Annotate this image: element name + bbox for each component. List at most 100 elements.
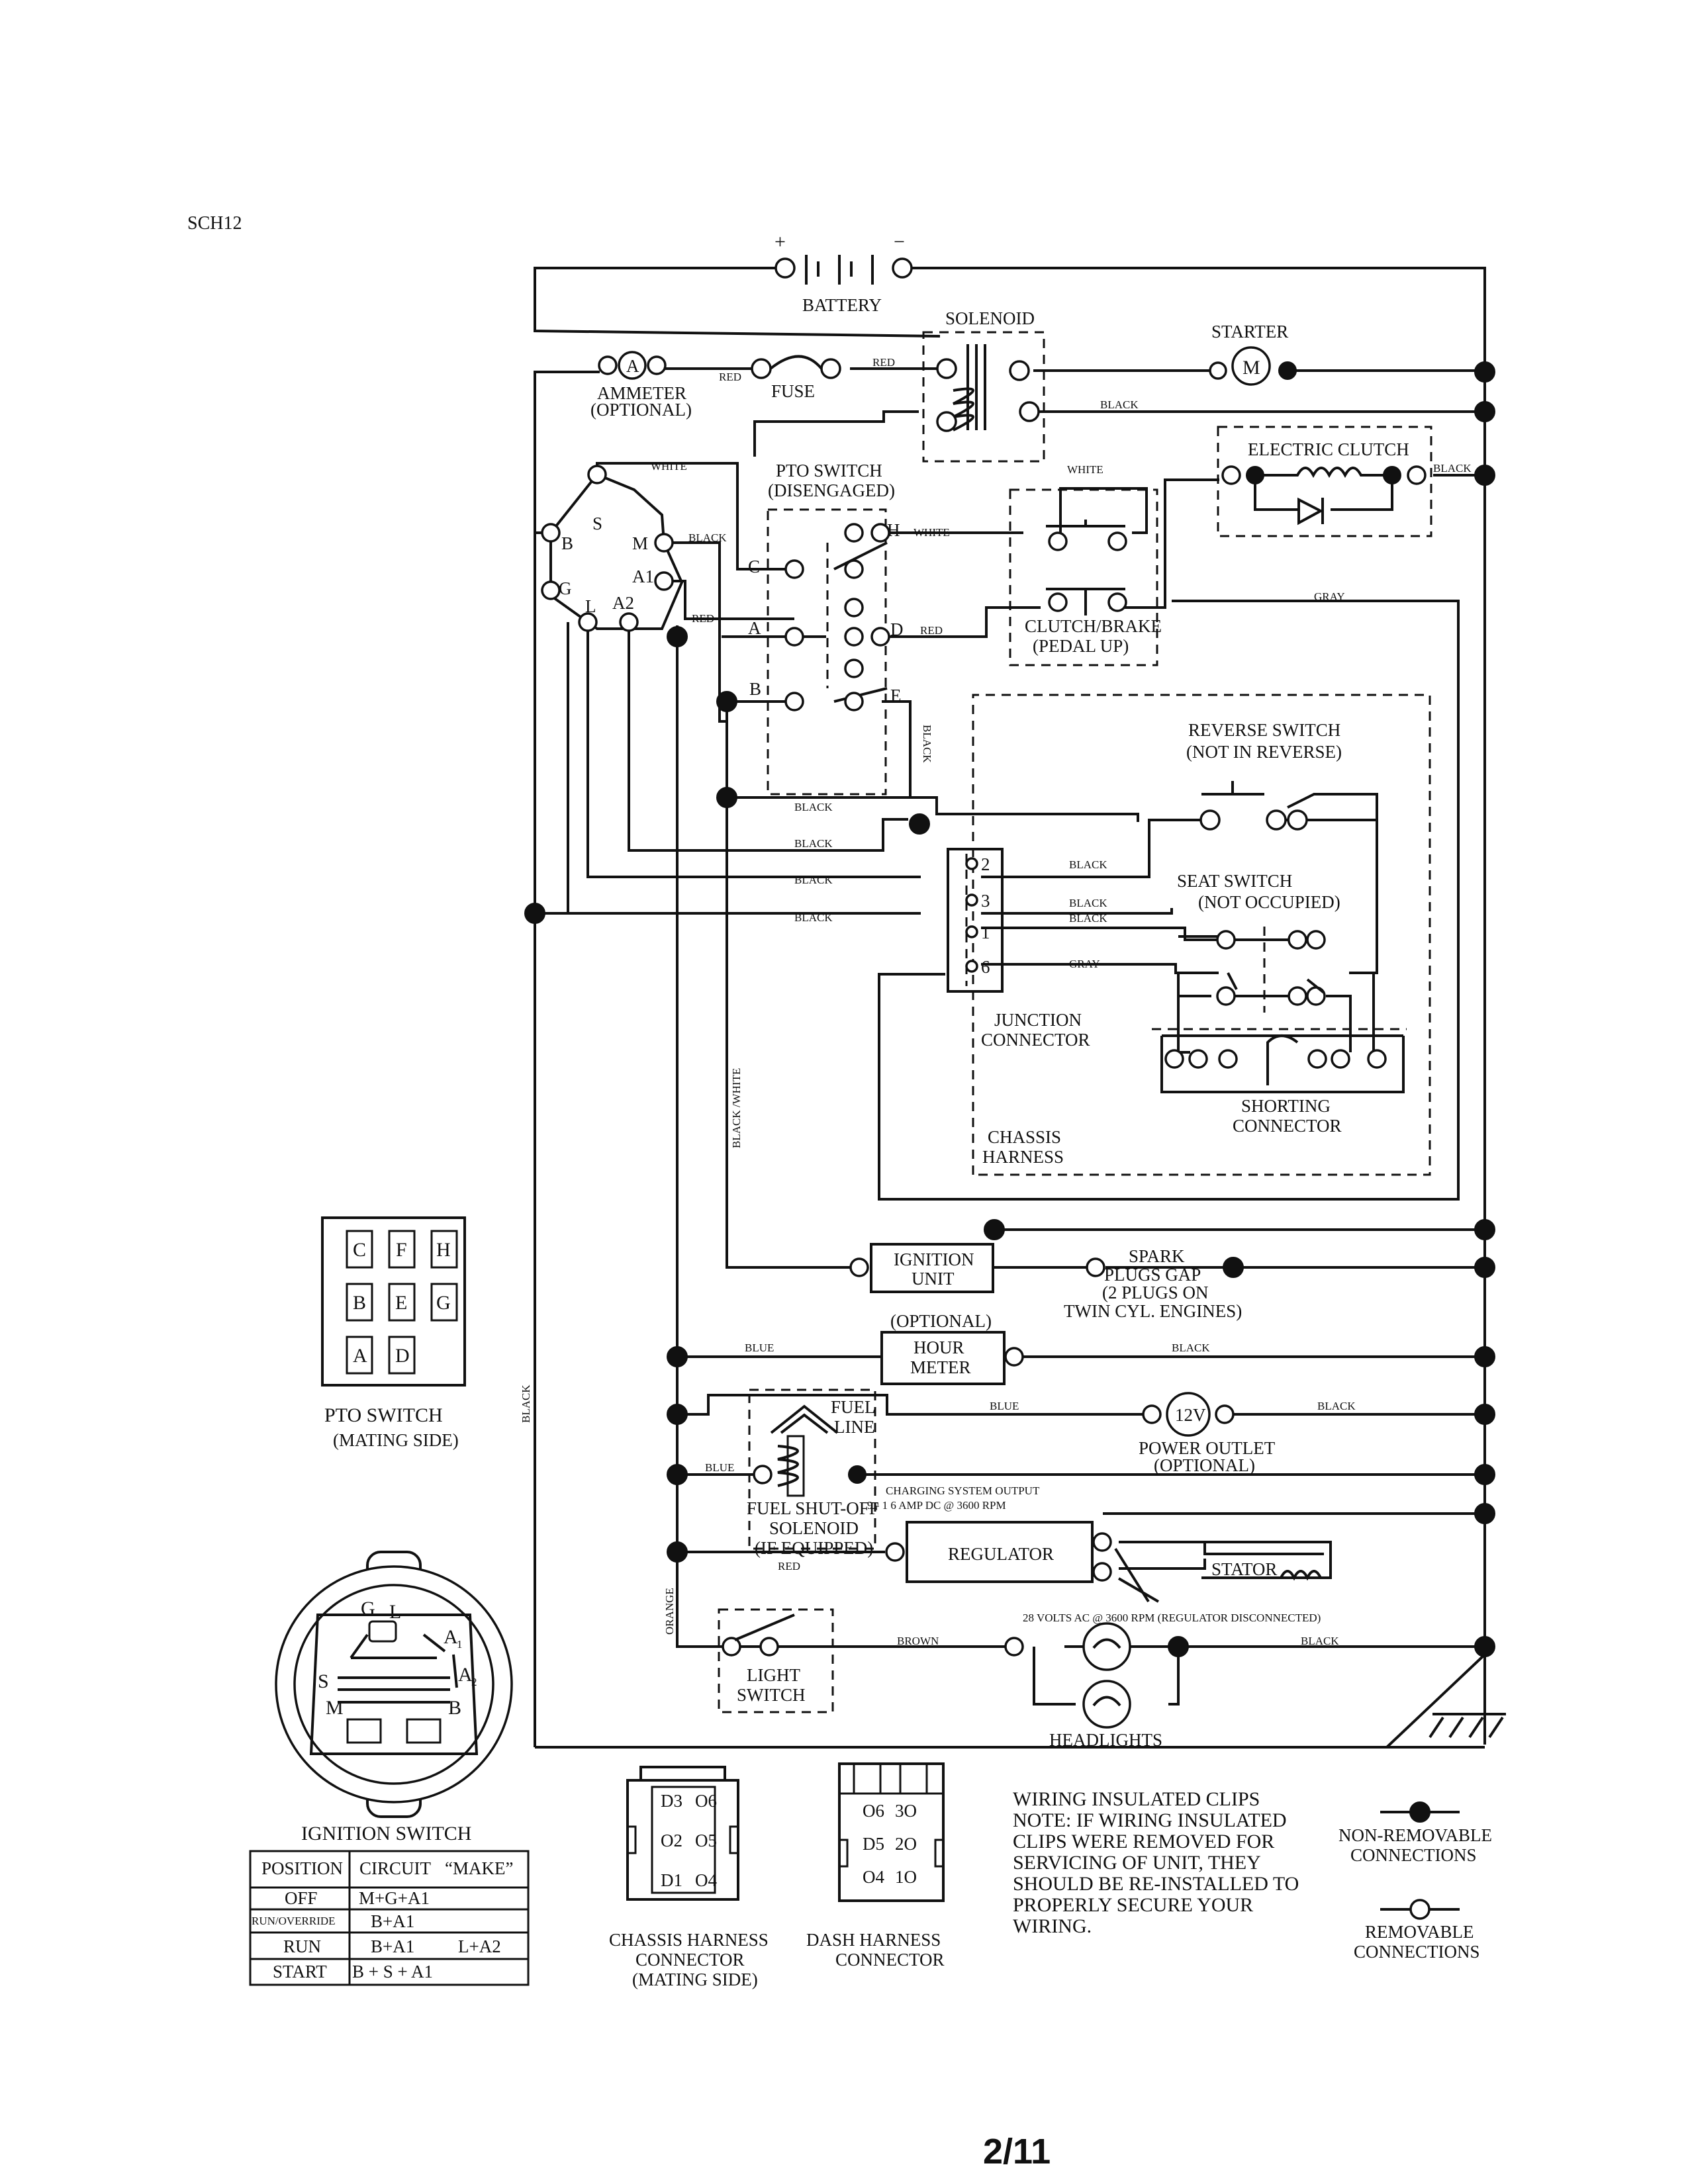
junction-pin-1: 1 — [981, 923, 990, 942]
pto-terminal-e: E — [890, 686, 902, 705]
dash-connector-label-2: CONNECTOR — [835, 1950, 945, 1970]
clutch-brake-state: (PEDAL UP) — [1033, 636, 1129, 656]
electric-clutch: ELECTRIC CLUTCH — [1221, 439, 1427, 525]
wire-label-blue-3: BLUE — [705, 1461, 734, 1474]
starter-symbol: M — [1243, 357, 1260, 379]
junction-pin-2: 2 — [981, 854, 990, 874]
pto-mating-cell-e: E — [395, 1292, 407, 1314]
wire-label-black-12: BLACK — [1317, 1400, 1356, 1412]
ign-face-a1-sub: 1 — [457, 1638, 463, 1651]
table-header-position: POSITION — [261, 1858, 343, 1878]
table-row-runoverride-position: RUN/OVERRIDE — [252, 1915, 336, 1927]
reverse-switch-state: (NOT IN REVERSE) — [1186, 742, 1342, 762]
wire-label-black-11: BLACK — [1172, 1342, 1210, 1354]
wire-label-white-2: WHITE — [1067, 463, 1103, 476]
ign-terminal-g: G — [559, 578, 572, 598]
wire-label-white-3: WHITE — [914, 526, 950, 539]
dash-connector-label-1: DASH HARNESS — [806, 1930, 941, 1950]
pto-terminal-h: H — [887, 520, 900, 540]
pto-mating-grid: C F H B E G A D — [346, 1230, 458, 1375]
shorting-connector: SHORTING CONNECTOR — [1152, 1028, 1407, 1136]
table-row-off-circuit: M+G+A1 — [359, 1888, 430, 1908]
table-row-start-position: START — [273, 1962, 327, 1981]
dash-harness-connector: O6 3O D5 2O O4 1O DASH HARNESS CONNECTOR — [806, 1762, 945, 1970]
page-number: 2/11 — [983, 2132, 1051, 2171]
note-line-1: WIRING INSULATED CLIPS — [1013, 1788, 1260, 1810]
chassis-pin-3: O2 — [661, 1831, 682, 1850]
wire-label-red-2: RED — [872, 356, 895, 369]
wire-label-red-1: RED — [719, 371, 741, 383]
wire-label-gray-1: GRAY — [1314, 590, 1345, 603]
wire-label-black-white: BLACK /WHITE — [730, 1068, 743, 1148]
note-line-5: SHOULD BE RE-INSTALLED TO — [1013, 1873, 1299, 1895]
removable-symbol — [1409, 1899, 1430, 1920]
fuel-line: FUEL LINE — [770, 1397, 876, 1437]
seat-switch: SEAT SWITCH (NOT OCCUPIED) — [1177, 871, 1340, 1013]
wire-label-black-4: BLACK — [794, 801, 833, 813]
electric-clutch-box — [1217, 426, 1432, 537]
ignition-switch-face: G L A 1 A 2 S M B IGNITION SWITCH — [275, 1551, 513, 1844]
ign-terminal-b: B — [561, 533, 573, 553]
pto-terminal-d: D — [890, 619, 904, 639]
legend-removable-2: CONNECTIONS — [1354, 1942, 1480, 1962]
wire-label-black-1: BLACK — [1100, 398, 1139, 411]
shorting-connector-label-1: SHORTING — [1241, 1096, 1331, 1116]
ignition-unit-label-2: UNIT — [912, 1269, 955, 1289]
wiring-note: WIRING INSULATED CLIPS NOTE: IF WIRING I… — [1013, 1788, 1299, 1937]
spark-plugs-label-2: PLUGS GAP — [1104, 1265, 1201, 1285]
wire-label-black-14: BLACK — [921, 725, 933, 763]
pto-switch-label: PTO SWITCH — [776, 461, 882, 480]
pto-mating-cell-g: G — [436, 1292, 451, 1314]
chassis-harness-connector: D3 O6 O2 O5 D1 O4 CHASSIS HARNESS CONNEC… — [609, 1766, 769, 1989]
light-switch-label-2: SWITCH — [737, 1685, 806, 1705]
light-switch-label-1: LIGHT — [747, 1665, 800, 1685]
note-line-7: WIRING. — [1013, 1915, 1092, 1937]
fuel-shutoff-label-2: SOLENOID — [769, 1518, 859, 1538]
battery-label: BATTERY — [802, 295, 882, 315]
ignition-switch-title: IGNITION SWITCH — [301, 1823, 471, 1844]
wiring-lines — [534, 267, 1506, 1749]
spark-plugs-label-3: (2 PLUGS ON — [1102, 1283, 1209, 1302]
pto-mating-cell-h: H — [436, 1239, 451, 1261]
table-row-run-position: RUN — [283, 1936, 321, 1956]
ign-terminal-s: S — [592, 514, 602, 533]
solenoid-box — [922, 331, 1045, 463]
chassis-connector-label-3: (MATING SIDE) — [632, 1970, 758, 1989]
ign-face-l: L — [389, 1601, 401, 1623]
fuse: FUSE — [751, 355, 841, 401]
wire-color-labels: RED RED BLACK WHITE WHITE BLACK BLACK WH… — [520, 356, 1472, 1647]
chassis-harness-label-2: HARNESS — [982, 1147, 1064, 1167]
wire-label-black-15: BLACK — [520, 1385, 532, 1423]
pto-mating-cell-f: F — [396, 1239, 407, 1261]
dash-pin-3: D5 — [863, 1834, 884, 1854]
ign-face-s: S — [318, 1670, 329, 1692]
table-header-make: “MAKE” — [445, 1858, 513, 1878]
pto-terminal-c: C — [748, 557, 760, 576]
starter-label: STARTER — [1211, 322, 1288, 341]
table-row-start-circuit: B + S + A1 — [352, 1962, 433, 1981]
table-row-run-extra: L+A2 — [458, 1936, 501, 1956]
wire-label-black-7: BLACK — [794, 911, 833, 924]
ammeter-label: AMMETER — [597, 383, 686, 403]
hour-meter: (OPTIONAL) HOUR METER — [880, 1311, 1024, 1385]
junction-label-2: CONNECTOR — [981, 1030, 1090, 1050]
chassis-connector-label-1: CHASSIS HARNESS — [609, 1930, 769, 1950]
battery: + − BATTERY — [774, 231, 913, 315]
legend-removable-1: REMOVABLE — [1365, 1922, 1474, 1942]
dash-pin-4: 2O — [895, 1834, 917, 1854]
solenoid: SOLENOID — [936, 308, 1040, 432]
note-line-3: CLIPS WERE REMOVED FOR — [1013, 1831, 1274, 1852]
pto-terminal-b: B — [749, 679, 761, 699]
regulator-label: REGULATOR — [948, 1544, 1054, 1564]
table-row-runoverride-circuit: B+A1 — [371, 1911, 414, 1931]
chassis-harness-label-1: CHASSIS — [988, 1127, 1061, 1147]
chassis-pin-6: O4 — [695, 1870, 717, 1890]
starter: STARTER M — [1209, 322, 1297, 386]
legend-non-removable-2: CONNECTIONS — [1350, 1845, 1477, 1865]
wire-label-red-3: RED — [692, 612, 714, 625]
power-outlet-label-2: (OPTIONAL) — [1154, 1455, 1255, 1475]
ignition-switch-main: B S M A1 G L A2 — [541, 465, 684, 632]
fuel-shutoff-label-1: FUEL SHUT-OFF — [747, 1498, 879, 1518]
table-header-circuit: CIRCUIT — [359, 1858, 432, 1878]
wire-label-black-5: BLACK — [794, 837, 833, 850]
